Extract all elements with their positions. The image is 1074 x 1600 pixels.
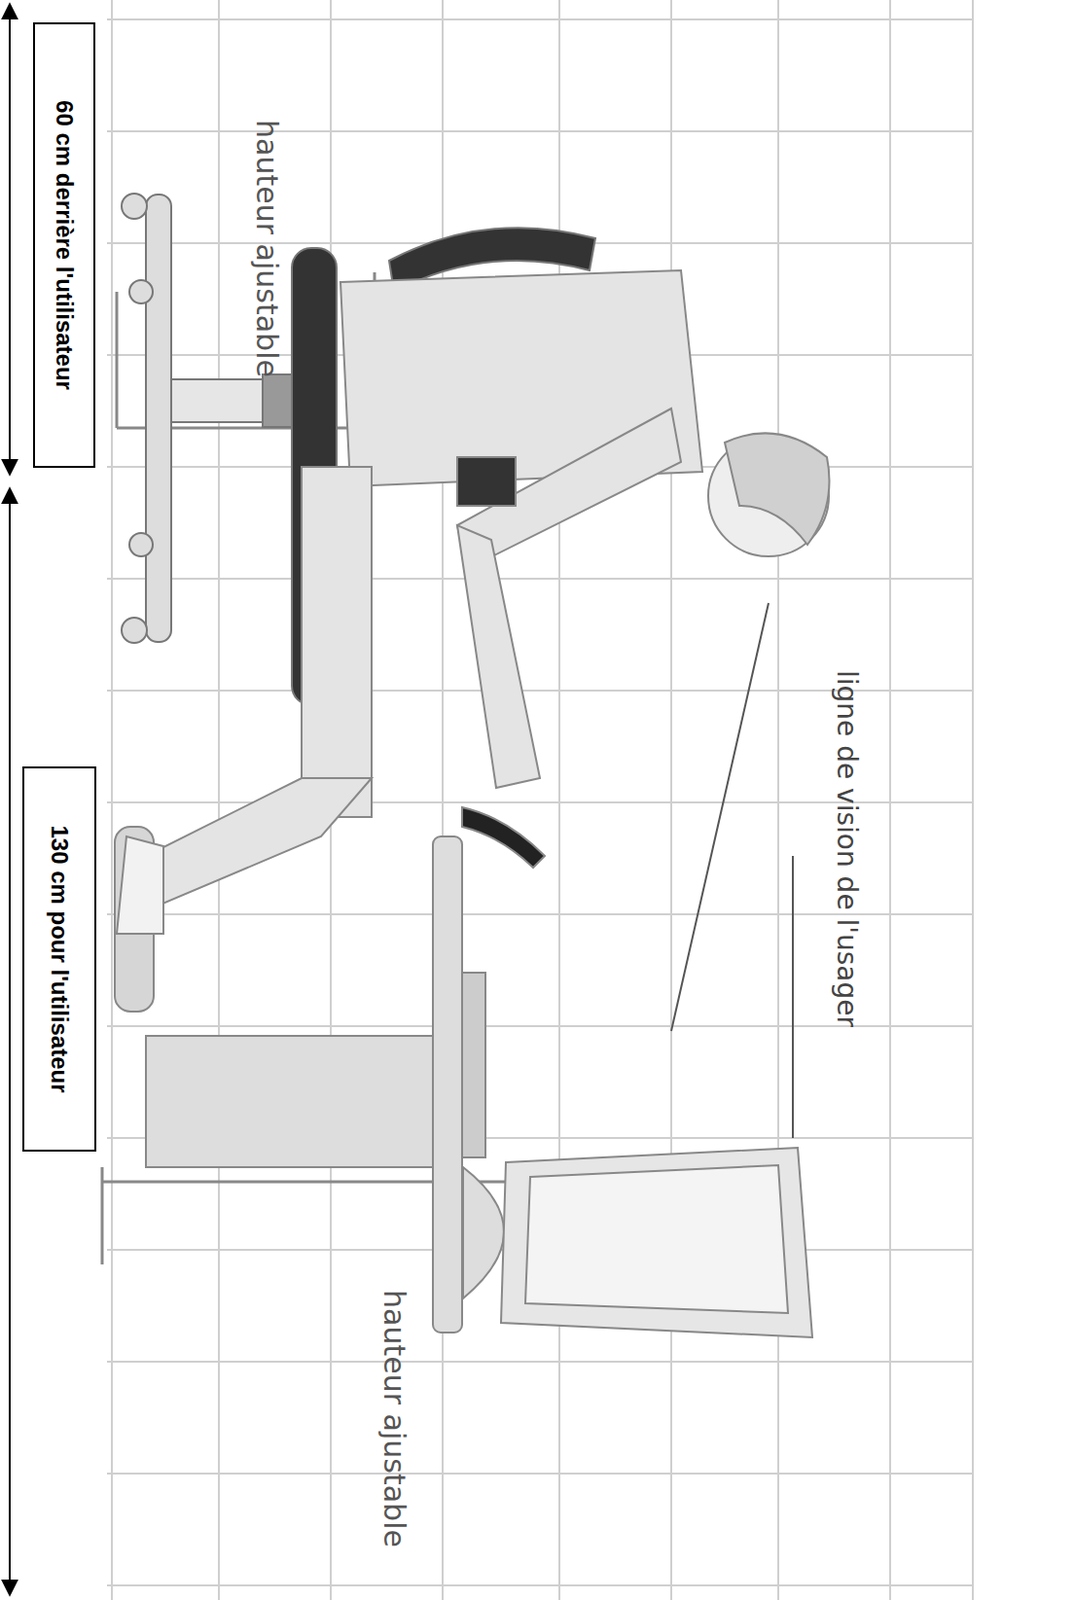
monitor	[463, 1147, 813, 1338]
dimension-box: 130 cm pour l'utilisateur	[22, 766, 97, 1152]
dimension-text: 130 cm pour l'utilisateur	[45, 824, 73, 1093]
sight-line-label: ligne de vision de l'usager	[829, 670, 862, 1028]
height-label: hauteur ajustable	[249, 119, 284, 378]
dimension-text: 60 cm derrière l'utilisateur	[50, 100, 78, 391]
grid	[107, 0, 973, 1600]
dimension-arrows	[8, 3, 11, 1596]
height-label: hauteur ajustable	[376, 1289, 411, 1548]
dimension-box: 60 cm derrière l'utilisateur	[33, 22, 96, 468]
user-figure	[114, 270, 830, 1012]
sight-lines	[671, 603, 793, 1139]
desk	[145, 807, 545, 1333]
